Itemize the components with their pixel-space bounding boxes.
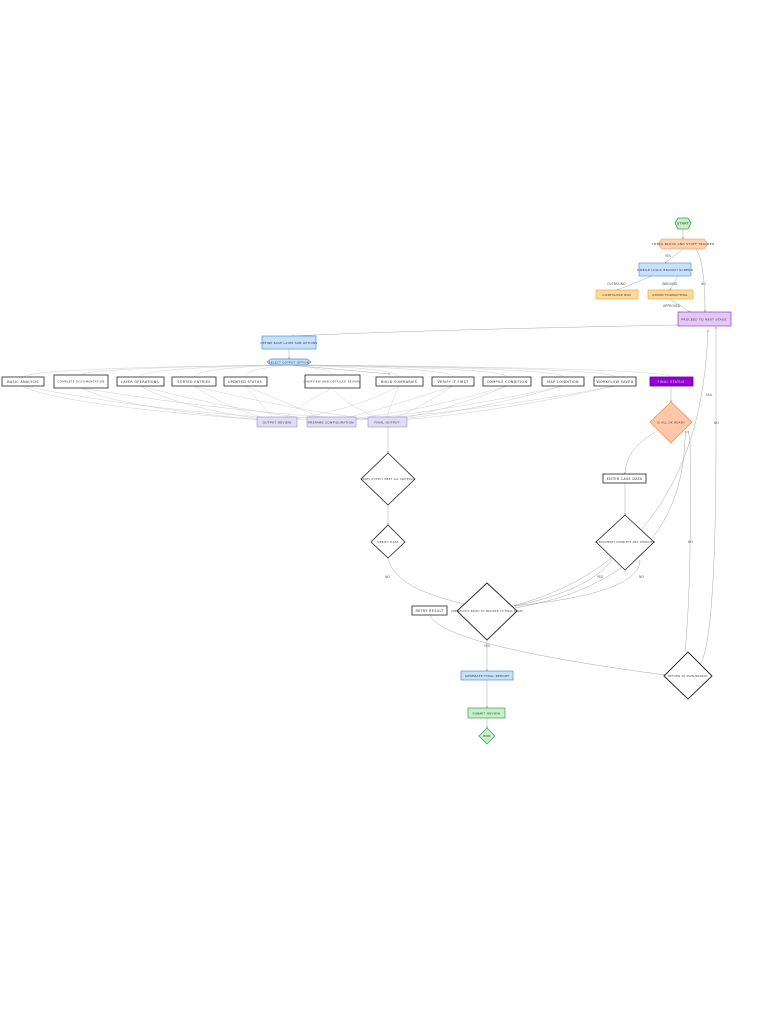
process-box: BUILD SUMMARIES (375, 376, 424, 387)
svg-text:NO: NO (639, 575, 644, 579)
retry-result-box: RETRY RESULT (411, 605, 448, 616)
svg-text:MOBILE LOGIC BRANCH SCREEN: MOBILE LOGIC BRANCH SCREEN (637, 268, 693, 272)
svg-text:NO: NO (701, 282, 706, 286)
mobile-logic-box: MOBILE LOGIC BRANCH SCREEN (637, 262, 693, 277)
process-row: BASIC ANALYSIS COMPLETE DOCUMENTATION LA… (1, 374, 694, 389)
svg-text:FINAL STATUS: FINAL STATUS (657, 380, 684, 384)
process-box: MAP CONDITION (541, 376, 585, 387)
edge-labels: YES OUTBOUND INBOUND NO APPROVED FAIL NO… (385, 254, 719, 648)
svg-text:FINAL OUTPUT: FINAL OUTPUT (374, 421, 399, 425)
process-box: COMPILE CONDITION (482, 376, 532, 387)
svg-text:END: END (483, 734, 491, 738)
svg-text:PREPARE CONFIGURATION: PREPARE CONFIGURATION (308, 421, 354, 425)
process-box: OVERVIEW AND DETAILED REVIEW (304, 374, 361, 389)
svg-text:COMPLETE DOCUMENTATION: COMPLETE DOCUMENTATION (57, 380, 104, 384)
criteria-diamond: DOES OUTPUT MEET ALL CRITERIA (360, 452, 416, 506)
svg-text:UPDATED STATUS: UPDATED STATUS (228, 380, 262, 384)
process-box: COMPLETE DOCUMENTATION (53, 374, 109, 389)
define-base-layer-box: DEFINE BASE LAYER SUB-OPTIONS (260, 335, 317, 350)
svg-text:FAIL: FAIL (706, 393, 713, 397)
svg-text:ADMIN FORMATTING: ADMIN FORMATTING (652, 293, 688, 297)
process-box: VERIFY IT FIRST (431, 376, 475, 387)
process-box: WORKFLOW SAVED (593, 376, 637, 387)
svg-text:NO: NO (385, 575, 390, 579)
svg-text:INBOUND: INBOUND (662, 282, 678, 286)
svg-text:START: START (677, 222, 690, 226)
svg-text:DEFINE BASE LAYER SUB-OPTIONS: DEFINE BASE LAYER SUB-OPTIONS (260, 341, 317, 345)
process-box: BASIC ANALYSIS (1, 376, 45, 387)
svg-text:APPROVED: APPROVED (663, 304, 681, 308)
svg-text:PROCEED TO NEXT STAGE: PROCEED TO NEXT STAGE (681, 318, 727, 322)
process-box: LAYER OPERATIONS (116, 376, 165, 387)
verify-data-diamond: VERIFY DATA (370, 524, 406, 559)
svg-text:IS ALL OK READY: IS ALL OK READY (657, 421, 685, 425)
svg-text:NO: NO (714, 421, 719, 425)
svg-text:RETRY RESULT: RETRY RESULT (415, 609, 444, 613)
svg-text:DOES OUTPUT MEET ALL CRITERIA: DOES OUTPUT MEET ALL CRITERIA (362, 477, 414, 481)
check-hexagon: CHECK BLOCK AND STUFF TRACKER (652, 238, 715, 250)
svg-text:OUTPUT REVIEW: OUTPUT REVIEW (263, 421, 292, 425)
svg-text:ENTER CASE DATA: ENTER CASE DATA (607, 477, 643, 481)
start-node: START (674, 217, 692, 230)
generate-report-box: GENERATE FINAL REPORT (460, 670, 514, 681)
admin-formatting-box: ADMIN FORMATTING (647, 289, 694, 300)
proceed-final-diamond: ARE RESULTS READY TO PROCEED TO FINAL ST… (451, 582, 523, 641)
svg-text:VERIFY IT FIRST: VERIFY IT FIRST (437, 380, 469, 384)
svg-text:IS DOCUMENT COMPLETE AND APPRO: IS DOCUMENT COMPLETE AND APPROVED (595, 541, 655, 544)
edges (288, 229, 717, 729)
svg-text:RETURN TO MAIN BRANCH: RETURN TO MAIN BRANCH (668, 674, 708, 678)
fan-edges (21, 364, 672, 421)
svg-text:GENERATE FINAL REPORT: GENERATE FINAL REPORT (465, 674, 510, 678)
svg-text:BASIC ANALYSIS: BASIC ANALYSIS (7, 380, 38, 384)
svg-text:YES: YES (665, 254, 671, 258)
svg-text:YES: YES (597, 575, 603, 579)
svg-text:COMPILE CONDITION: COMPILE CONDITION (487, 380, 528, 384)
return-main-diamond: RETURN TO MAIN BRANCH (663, 651, 713, 700)
ready-diamond: IS ALL OK READY (649, 401, 693, 444)
process-box: SORTED ENTRIES (171, 376, 217, 387)
svg-text:SELECT OUTPUT OPTION: SELECT OUTPUT OPTION (269, 360, 309, 364)
lavender-boxes: OUTPUT REVIEW PREPARE CONFIGURATION FINA… (256, 416, 408, 428)
submit-review-box: SUBMIT REVIEW (467, 707, 506, 719)
svg-text:CONFIGURE BOX: CONFIGURE BOX (603, 293, 632, 297)
svg-text:CHECK BLOCK AND STUFF TRACKER: CHECK BLOCK AND STUFF TRACKER (652, 242, 715, 246)
svg-text:OUTBOUND: OUTBOUND (607, 282, 626, 286)
svg-text:VERIFY DATA: VERIFY DATA (377, 540, 398, 544)
svg-text:OVERVIEW AND DETAILED REVIEW: OVERVIEW AND DETAILED REVIEW (304, 380, 361, 384)
prepare-configuration-box: PREPARE CONFIGURATION (306, 416, 357, 428)
svg-text:NO: NO (688, 540, 693, 544)
svg-text:SUBMIT REVIEW: SUBMIT REVIEW (472, 712, 500, 716)
configure-box: CONFIGURE BOX (595, 289, 639, 300)
svg-text:MAP CONDITION: MAP CONDITION (547, 380, 579, 384)
svg-text:SORTED ENTRIES: SORTED ENTRIES (177, 380, 210, 384)
svg-text:BUILD SUMMARIES: BUILD SUMMARIES (381, 380, 417, 384)
svg-text:YES: YES (484, 644, 490, 648)
end-node: END (478, 727, 496, 745)
svg-text:ARE RESULTS READY TO PROCEED T: ARE RESULTS READY TO PROCEED TO FINAL ST… (451, 610, 523, 613)
process-box: UPDATED STATUS (223, 376, 268, 387)
svg-text:WORKFLOW SAVED: WORKFLOW SAVED (596, 380, 633, 384)
select-option-hexagon: SELECT OUTPUT OPTION (266, 358, 312, 366)
output-review-box: OUTPUT REVIEW (256, 416, 298, 428)
enter-case-box: ENTER CASE DATA (602, 473, 647, 484)
svg-text:LAYER OPERATIONS: LAYER OPERATIONS (121, 380, 159, 384)
final-status-box: FINAL STATUS (649, 376, 694, 387)
document-approved-diamond: IS DOCUMENT COMPLETE AND APPROVED (595, 514, 655, 571)
final-output-box: FINAL OUTPUT (367, 416, 408, 428)
proceed-stage-box: PROCEED TO NEXT STAGE (677, 311, 732, 327)
